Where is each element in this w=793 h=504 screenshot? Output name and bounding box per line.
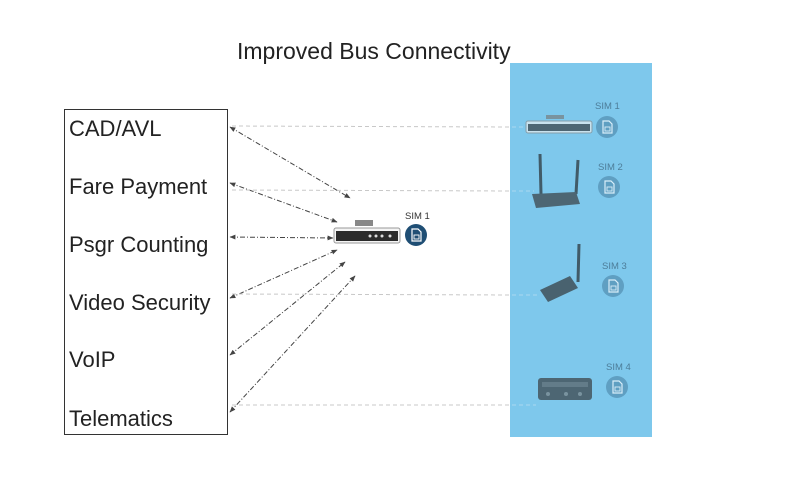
guide-line-3 (231, 293, 513, 296)
legacy-router-icon (525, 115, 593, 134)
sim-card-icon (405, 224, 427, 246)
legacy-sim-label-1: SIM 1 (595, 101, 620, 112)
app-label-voip: VoIP (69, 347, 116, 372)
central-sim-label: SIM 1 (405, 211, 430, 222)
app-label-video-security: Video Security (69, 290, 211, 315)
arrow-telematics (229, 275, 356, 413)
sim-card-icon (602, 275, 624, 297)
legacy-rugged-gateway-icon (538, 378, 592, 400)
sim-card-icon (598, 176, 620, 198)
guide-line-2 (231, 189, 513, 192)
diagram-title: Improved Bus Connectivity (237, 38, 511, 64)
applications-box (64, 109, 228, 435)
legacy-sim-label-4: SIM 4 (606, 362, 631, 373)
arrow-cad-avl (229, 126, 351, 199)
app-label-cad-avl: CAD/AVL (69, 116, 162, 141)
arrow-psgr-counting (229, 234, 334, 241)
legacy-antenna-gateway-icon (540, 243, 581, 302)
sim-card-icon (596, 116, 618, 138)
app-label-psgr-counting: Psgr Counting (69, 232, 209, 257)
sim-card-icon (606, 376, 628, 398)
guide-line-1 (231, 125, 513, 128)
app-label-fare-payment: Fare Payment (69, 174, 208, 199)
arrow-video-security (229, 249, 338, 299)
legacy-sim-label-2: SIM 2 (598, 162, 623, 173)
arrow-fare-payment (229, 182, 338, 223)
arrow-voip (229, 261, 346, 356)
legacy-antenna-router-icon (532, 153, 580, 208)
legacy-sim-label-3: SIM 3 (602, 261, 627, 272)
central-router-icon (333, 220, 401, 244)
app-label-telematics: Telematics (69, 406, 173, 431)
